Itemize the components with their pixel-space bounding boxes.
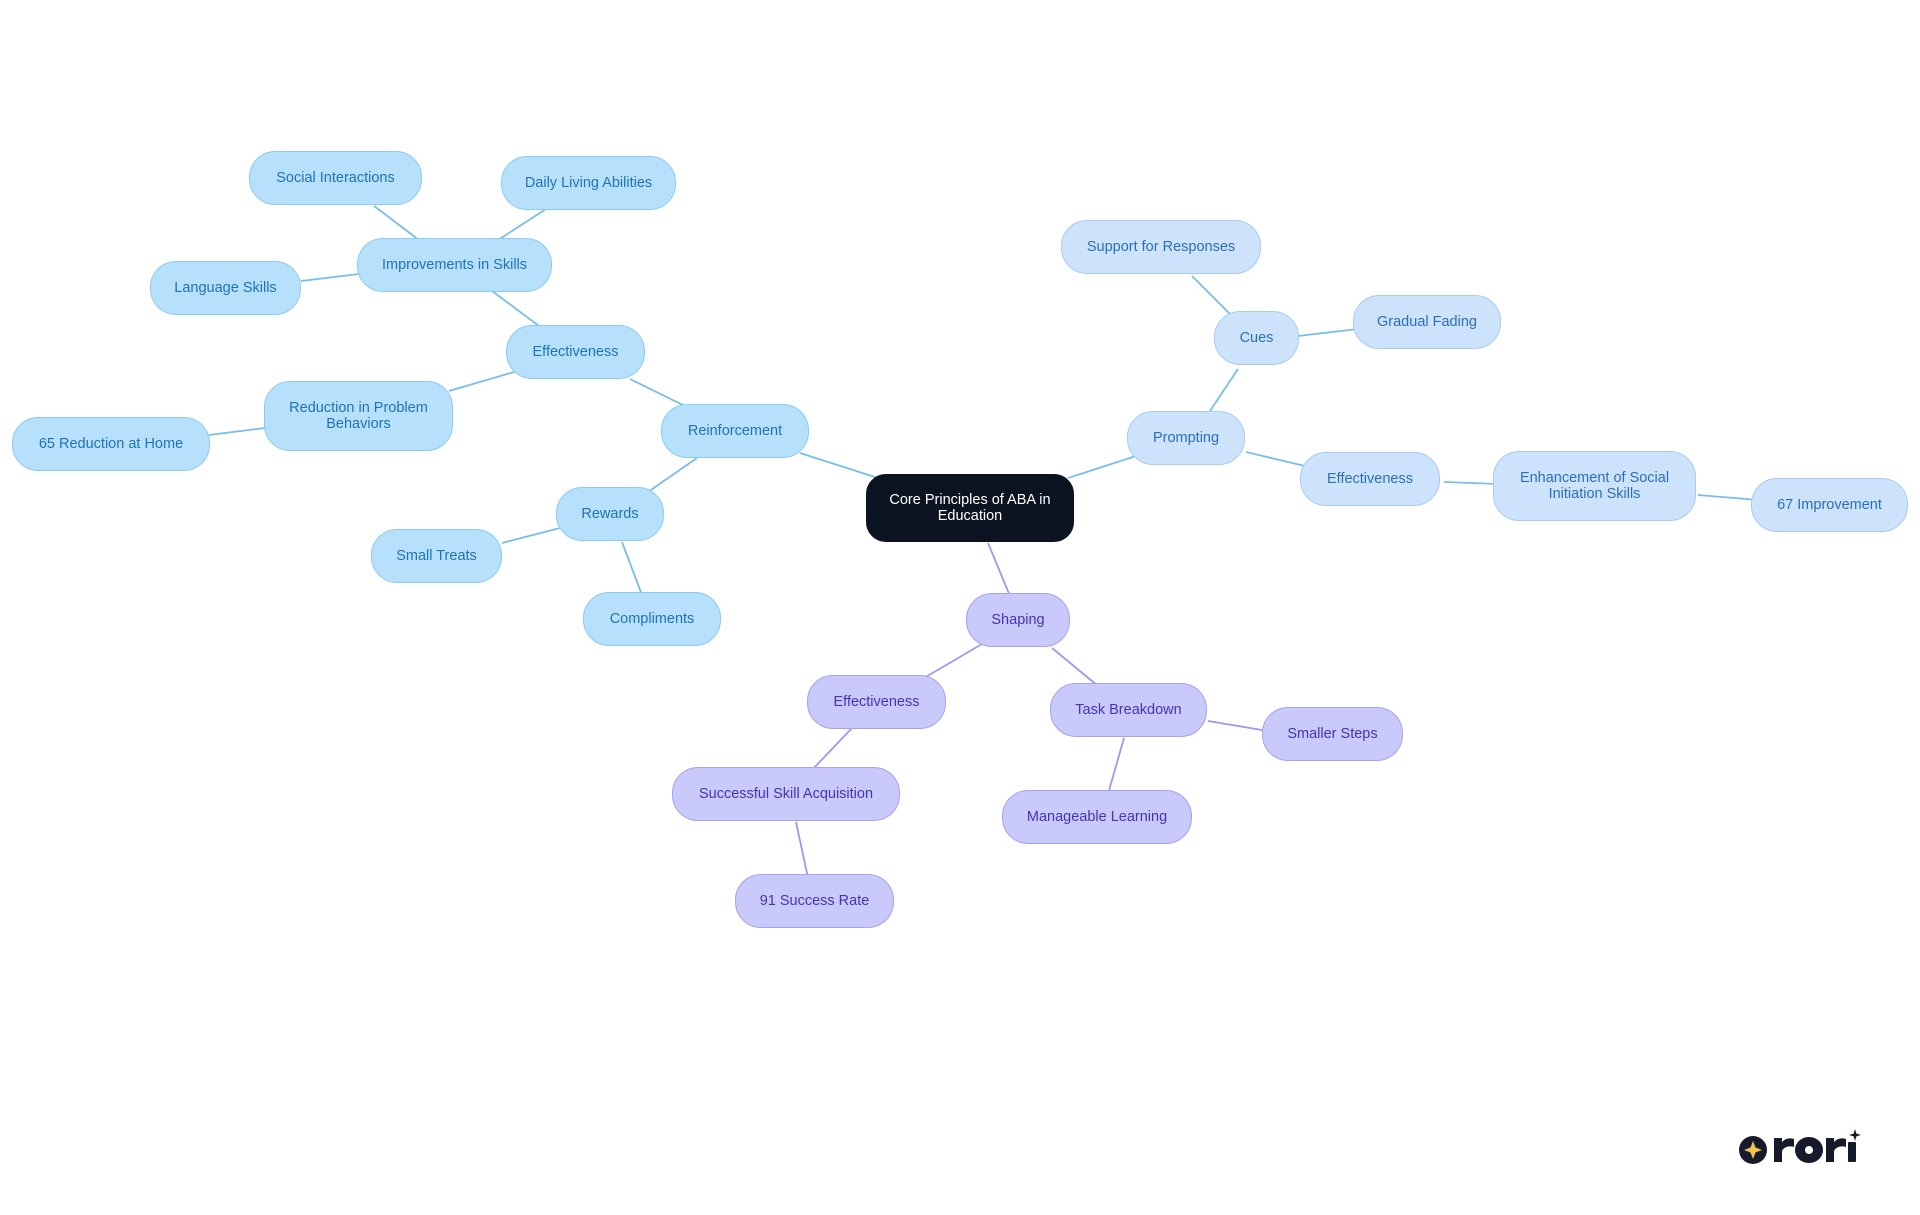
edge-improvements-daily: [497, 208, 547, 241]
logo-letter-i: [1848, 1142, 1856, 1162]
node-shaping-effectiveness: Effectiveness: [807, 675, 946, 729]
node-cues: Cues: [1214, 311, 1299, 365]
node-prompting-effectiveness: Effectiveness: [1300, 452, 1440, 506]
node-prompting: Prompting: [1127, 411, 1245, 465]
edge-cues-fading: [1297, 328, 1359, 337]
node-daily-living-abilities: Daily Living Abilities: [501, 156, 676, 210]
edge-prompting-effectiveness: [1245, 451, 1306, 467]
edge-prompting-cues: [1207, 368, 1239, 415]
root-node: Core Principles of ABA in Education: [866, 474, 1074, 542]
node-language-skills: Language Skills: [150, 261, 301, 315]
node-successful-skill-acquisition: Successful Skill Acquisition: [672, 767, 900, 821]
node-reduction-in-problem-behaviors: Reduction in Problem Behaviors: [264, 381, 453, 451]
node-reinforcement-effectiveness: Effectiveness: [506, 325, 645, 379]
logo-letter-r2: [1826, 1138, 1846, 1162]
node-shaping: Shaping: [966, 593, 1070, 647]
node-smaller-steps: Smaller Steps: [1262, 707, 1403, 761]
edge-reduction-home: [208, 427, 266, 436]
edge-effectiveness-social: [1443, 481, 1499, 485]
edge-reinforcement-effectiveness: [629, 378, 686, 407]
node-enhancement-of-social-initiation-skills: Enhancement of Social Initiation Skills: [1493, 451, 1696, 521]
edge-effectiveness-improvements: [491, 290, 540, 327]
edge-shaping-task: [1051, 647, 1099, 687]
logo-letter-r1: [1774, 1138, 1794, 1162]
node-social-interactions: Social Interactions: [249, 151, 422, 205]
node-91-success-rate: 91 Success Rate: [735, 874, 894, 928]
logo-spark-icon: [1849, 1129, 1861, 1141]
edge-cues-support: [1191, 275, 1233, 317]
node-improvements-in-skills: Improvements in Skills: [357, 238, 552, 292]
edge-acquisition-rate: [795, 821, 809, 879]
edge-effectiveness-reduction: [448, 371, 515, 392]
edge-rewards-treats: [501, 527, 561, 544]
node-gradual-fading: Gradual Fading: [1353, 295, 1501, 349]
edge-root-prompting: [1067, 455, 1137, 479]
node-65-reduction-at-home: 65 Reduction at Home: [12, 417, 210, 471]
edge-root-shaping: [987, 542, 1011, 597]
edge-task-manageable: [1107, 737, 1125, 795]
node-manageable-learning: Manageable Learning: [1002, 790, 1192, 844]
rori-logo: [1739, 1129, 1861, 1164]
edge-social-improvement: [1697, 494, 1759, 501]
node-small-treats: Small Treats: [371, 529, 502, 583]
edge-improvements-social: [373, 205, 420, 241]
node-task-breakdown: Task Breakdown: [1050, 683, 1207, 737]
logo-star-icon: [1744, 1141, 1762, 1159]
node-67-improvement: 67 Improvement: [1751, 478, 1908, 532]
edge-improvements-language: [300, 273, 360, 282]
node-compliments: Compliments: [583, 592, 721, 646]
logo-letter-o: [1795, 1137, 1823, 1163]
edge-root-reinforcement: [799, 452, 879, 479]
node-reinforcement: Reinforcement: [661, 404, 809, 458]
edge-shaping-effectiveness: [923, 643, 983, 679]
edge-reinforcement-rewards: [647, 457, 698, 493]
node-support-for-responses: Support for Responses: [1061, 220, 1261, 274]
edge-rewards-compliments: [621, 541, 643, 596]
edge-task-steps: [1207, 720, 1269, 732]
edge-effectiveness-acquisition: [811, 727, 853, 771]
node-rewards: Rewards: [556, 487, 664, 541]
